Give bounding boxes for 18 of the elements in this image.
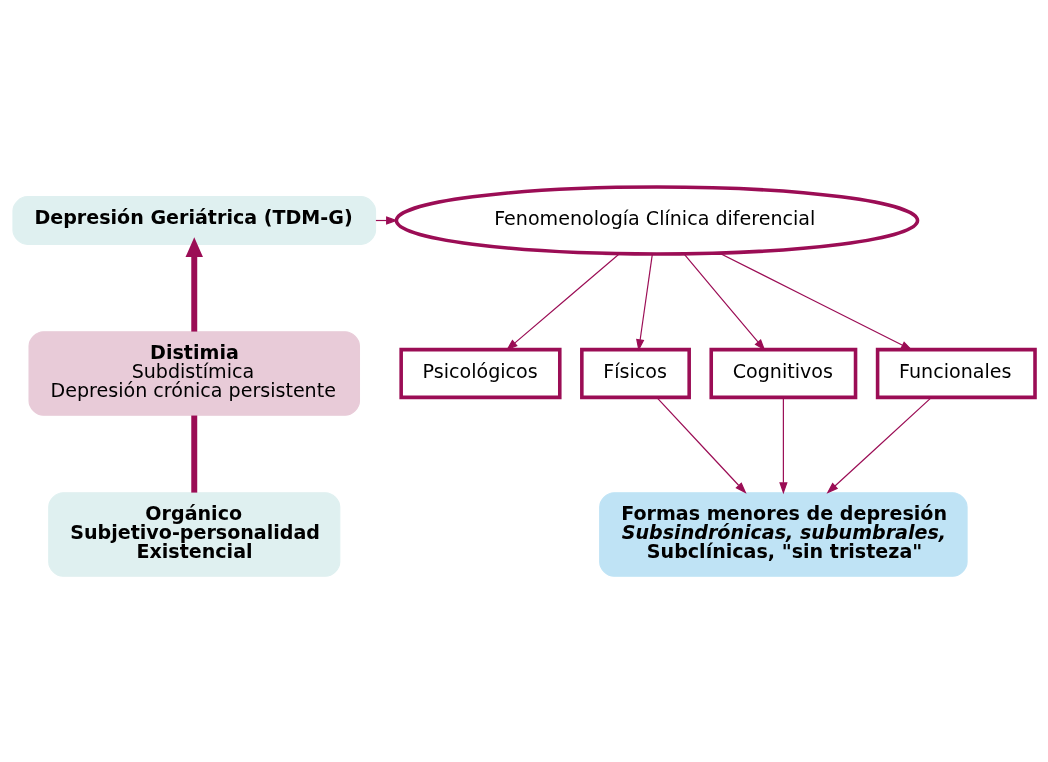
node-ellipse: Fenomenología Clínica diferencial bbox=[394, 184, 920, 256]
node-box: Funcionales bbox=[875, 347, 1037, 399]
arrow bbox=[636, 253, 653, 351]
node-box: Cognitivos bbox=[709, 347, 858, 399]
arrow bbox=[656, 396, 747, 494]
arrow bbox=[506, 252, 620, 350]
node-box: Formas menores de depresión Subsindrónicas, subumbrales, Subclínicas, "sin tristeza" bbox=[599, 491, 968, 577]
arrow bbox=[185, 236, 203, 332]
arrow bbox=[826, 396, 933, 494]
node-box: Físicos bbox=[580, 347, 691, 399]
node-box: Orgánico Subjetivo-personalidad Existencial bbox=[48, 491, 341, 577]
arrow bbox=[683, 253, 766, 351]
node-box: Distimia Subdistímica Depresión crónica persistente bbox=[28, 330, 360, 416]
arrow bbox=[779, 396, 788, 494]
node-box: Psicológicos bbox=[399, 347, 562, 399]
connector bbox=[191, 415, 198, 493]
node-box: Depresión Geriátrica (TDM-G) bbox=[12, 195, 377, 245]
arrow bbox=[719, 252, 913, 350]
